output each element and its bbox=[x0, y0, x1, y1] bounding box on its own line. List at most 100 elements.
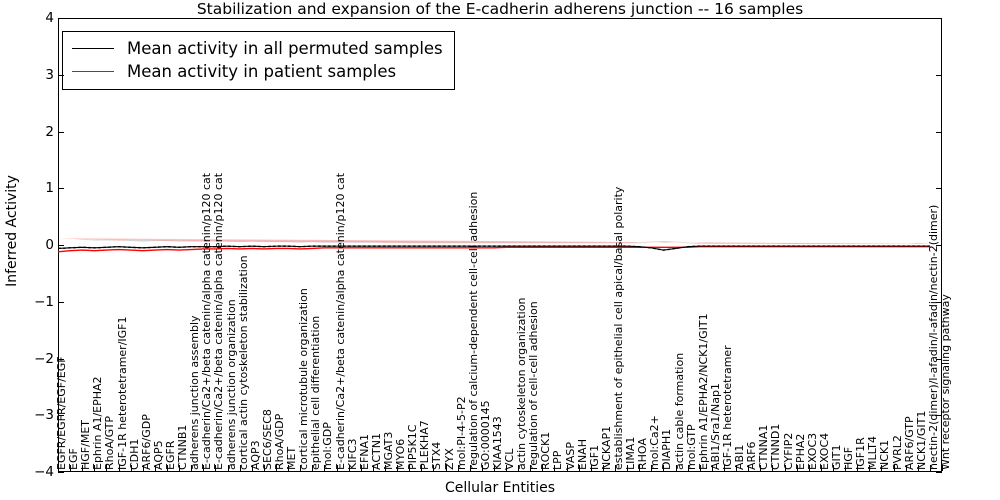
x-tick-mark bbox=[736, 465, 738, 471]
x-tick-mark bbox=[590, 465, 592, 471]
legend-label: Mean activity in all permuted samples bbox=[127, 39, 443, 58]
y-tick-mark bbox=[936, 245, 942, 246]
x-tick-mark bbox=[881, 465, 883, 471]
x-tick-mark bbox=[409, 465, 411, 471]
y-tick-mark bbox=[936, 131, 942, 133]
x-tick-mark bbox=[481, 465, 483, 471]
y-tick-label: −3 bbox=[34, 407, 54, 424]
x-tick-mark bbox=[772, 465, 774, 471]
x-tick-mark bbox=[869, 465, 871, 471]
x-tick-mark bbox=[905, 465, 907, 471]
y-tick-label: −2 bbox=[34, 350, 54, 367]
legend-item[interactable]: Mean activity in patient samples bbox=[72, 60, 443, 83]
x-tick-mark bbox=[639, 465, 641, 471]
x-tick-mark bbox=[687, 465, 689, 471]
x-tick-mark bbox=[493, 465, 495, 471]
x-tick-mark bbox=[820, 465, 822, 471]
x-tick-mark bbox=[397, 465, 399, 471]
x-tick-mark bbox=[942, 465, 943, 471]
x-tick-mark bbox=[251, 465, 253, 471]
y-tick-mark bbox=[58, 301, 64, 303]
x-tick-mark bbox=[651, 465, 653, 471]
y-axis-label: Inferred Activity bbox=[4, 175, 20, 287]
x-tick-mark bbox=[929, 465, 931, 471]
x-tick-mark bbox=[336, 465, 338, 471]
y-tick-label: −1 bbox=[34, 293, 54, 310]
x-tick-mark bbox=[384, 465, 386, 471]
x-tick-mark bbox=[166, 465, 168, 471]
x-tick-mark bbox=[554, 465, 556, 471]
x-tick-mark bbox=[917, 465, 919, 471]
y-tick-label: 3 bbox=[45, 66, 54, 83]
x-tick-mark bbox=[615, 465, 617, 471]
x-tick-mark bbox=[203, 465, 205, 471]
x-tick-mark bbox=[627, 465, 629, 471]
x-tick-mark bbox=[179, 465, 181, 471]
x-tick-mark bbox=[699, 465, 701, 471]
x-tick-mark bbox=[82, 465, 84, 471]
x-tick-mark bbox=[70, 465, 72, 471]
x-tick-mark bbox=[445, 465, 447, 471]
x-tick-mark bbox=[433, 465, 435, 471]
x-tick-mark bbox=[263, 465, 265, 471]
confidence-band bbox=[58, 238, 930, 244]
x-tick-mark bbox=[578, 465, 580, 471]
x-tick-mark bbox=[191, 465, 193, 471]
series-svg bbox=[58, 238, 930, 253]
x-tick-mark bbox=[748, 465, 750, 471]
x-tick-mark bbox=[421, 465, 423, 471]
series-line-permuted-solid bbox=[58, 245, 930, 251]
y-tick-mark bbox=[936, 301, 942, 303]
x-tick-mark bbox=[360, 465, 362, 471]
x-tick-mark bbox=[566, 465, 568, 471]
x-tick-mark bbox=[372, 465, 374, 471]
y-tick-label: 1 bbox=[45, 180, 54, 197]
y-tick-mark bbox=[936, 74, 942, 76]
series-layer bbox=[58, 18, 942, 472]
y-tick-mark bbox=[58, 188, 64, 190]
x-tick-mark bbox=[893, 465, 895, 471]
x-tick-mark bbox=[724, 465, 726, 471]
x-tick-mark bbox=[154, 465, 156, 471]
y-tick-mark bbox=[58, 415, 64, 417]
x-tick-mark bbox=[518, 465, 520, 471]
y-tick-mark bbox=[58, 18, 64, 19]
y-tick-label: 4 bbox=[45, 10, 54, 26]
x-tick-mark bbox=[530, 465, 532, 471]
x-tick-mark bbox=[312, 465, 314, 471]
y-tick-mark bbox=[58, 472, 64, 473]
x-tick-mark bbox=[324, 465, 326, 471]
y-tick-mark bbox=[936, 358, 942, 360]
x-tick-mark bbox=[300, 465, 302, 471]
x-tick-mark bbox=[784, 465, 786, 471]
x-tick-mark bbox=[760, 465, 762, 471]
x-tick-mark bbox=[711, 465, 713, 471]
y-tick-mark bbox=[936, 415, 942, 417]
x-tick-mark bbox=[215, 465, 217, 471]
y-tick-mark bbox=[936, 472, 942, 473]
x-tick-mark bbox=[118, 465, 120, 471]
x-tick-mark bbox=[130, 465, 132, 471]
plot-area-frame bbox=[58, 18, 942, 472]
x-tick-mark bbox=[833, 465, 834, 471]
x-tick-mark bbox=[227, 465, 229, 471]
x-tick-mark bbox=[275, 465, 277, 471]
x-tick-mark bbox=[663, 465, 665, 471]
x-tick-mark bbox=[94, 465, 96, 471]
legend-label: Mean activity in patient samples bbox=[127, 62, 397, 81]
y-tick-mark bbox=[58, 358, 64, 360]
x-tick-mark bbox=[469, 465, 471, 471]
legend-item[interactable]: Mean activity in all permuted samples bbox=[72, 37, 443, 60]
legend-color-swatch bbox=[72, 48, 114, 49]
x-tick-mark bbox=[457, 465, 459, 471]
x-tick-mark bbox=[675, 465, 677, 471]
legend-color-swatch bbox=[72, 71, 114, 72]
x-axis-label: Cellular Entities bbox=[444, 480, 556, 496]
x-tick-mark bbox=[106, 465, 108, 471]
x-tick-mark bbox=[348, 465, 350, 471]
y-tick-mark bbox=[58, 245, 64, 246]
x-tick-mark bbox=[542, 465, 544, 471]
